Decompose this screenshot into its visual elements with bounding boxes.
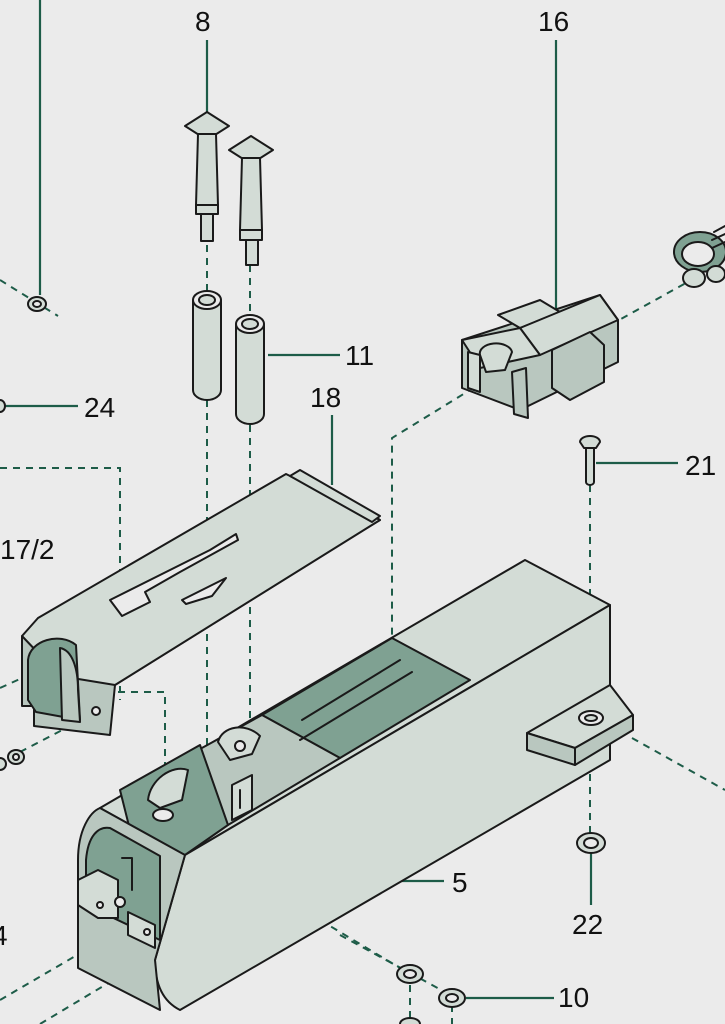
part-21-pin: [579, 435, 601, 486]
part-16-bracket: [461, 294, 619, 419]
callout-21: 21: [685, 450, 717, 481]
callout-17-2: 17/2: [0, 534, 55, 565]
part-22-washer: [576, 832, 606, 854]
callout-22: 22: [572, 909, 604, 940]
callout-16: 16: [538, 6, 570, 37]
coil-part: [673, 225, 725, 288]
callout-11: 11: [345, 340, 375, 371]
callout-5: 5: [452, 867, 468, 898]
callout-24: 24: [84, 392, 116, 423]
part-8-pins: [184, 111, 274, 266]
pin-left: [184, 111, 230, 242]
part-18-cover: [21, 469, 381, 736]
part-11-tubes: [192, 290, 265, 425]
part-10-washers: [396, 964, 466, 1024]
pin-right: [228, 135, 274, 266]
callout-4: 4: [0, 922, 8, 950]
part-5-housing: [77, 559, 634, 1011]
callout-8: 8: [195, 6, 211, 37]
callout-10: 10: [558, 982, 590, 1013]
callout-18: 18: [310, 382, 342, 413]
washer-small-left: [0, 296, 47, 771]
